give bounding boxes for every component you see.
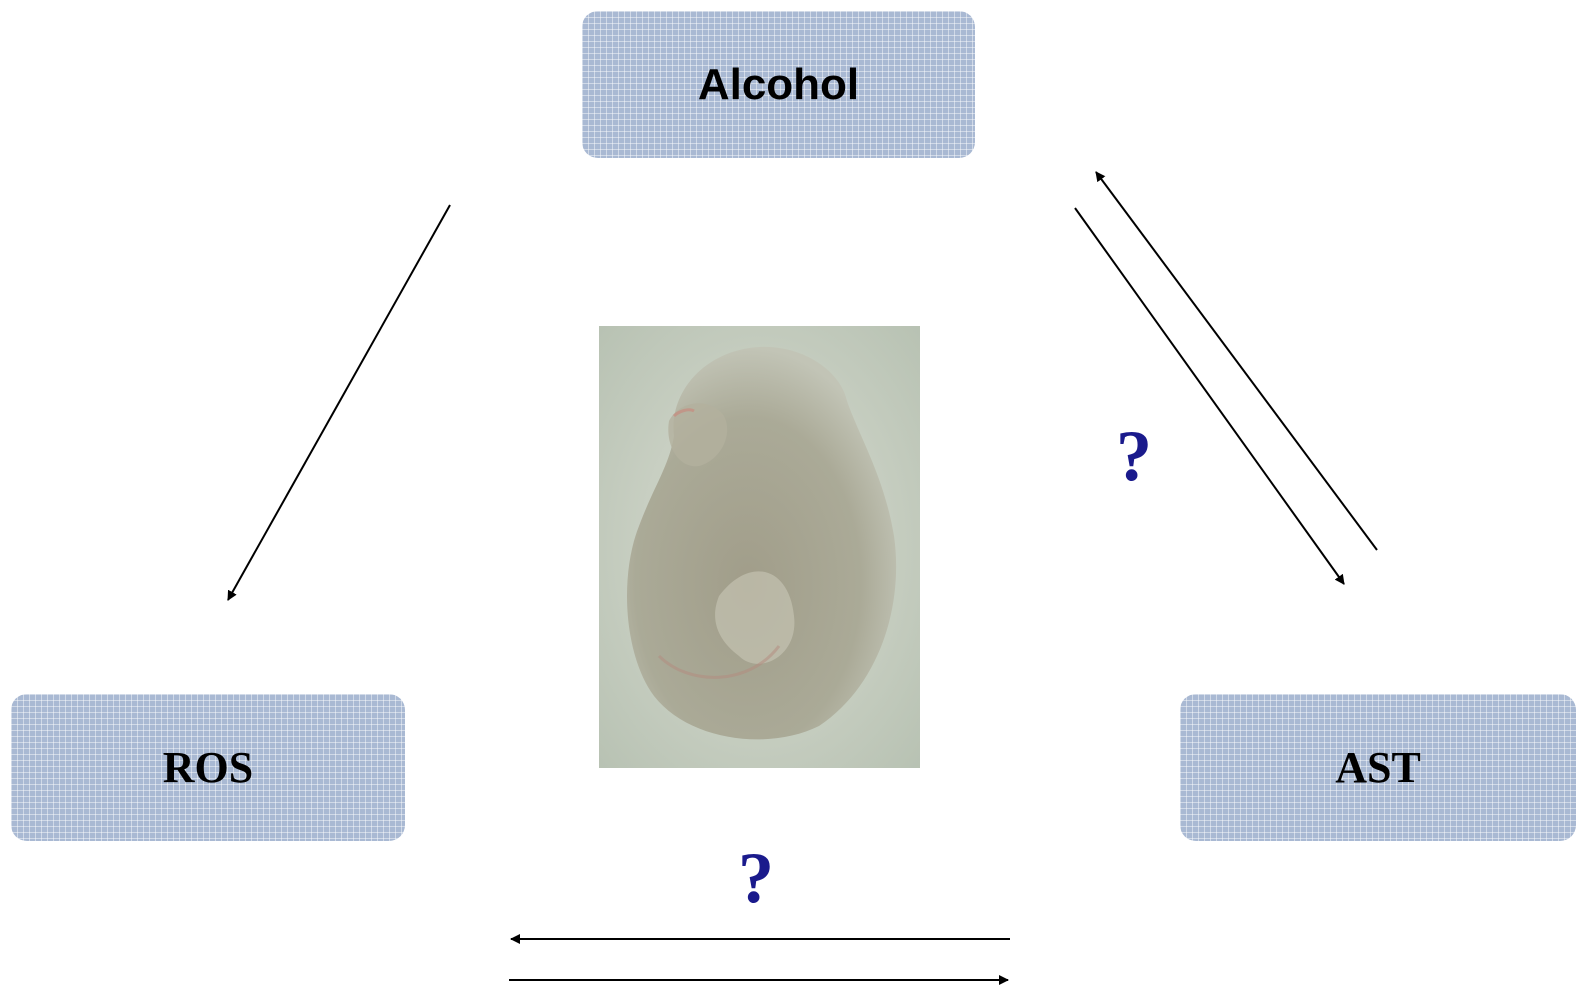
arrow-alcohol-to-ast [1075,208,1344,584]
question-mark-ros-ast: ? [738,842,774,914]
embryo-image [599,326,920,768]
arrow-alcohol-to-ros [228,205,450,600]
question-mark-alcohol-ast: ? [1116,420,1152,492]
